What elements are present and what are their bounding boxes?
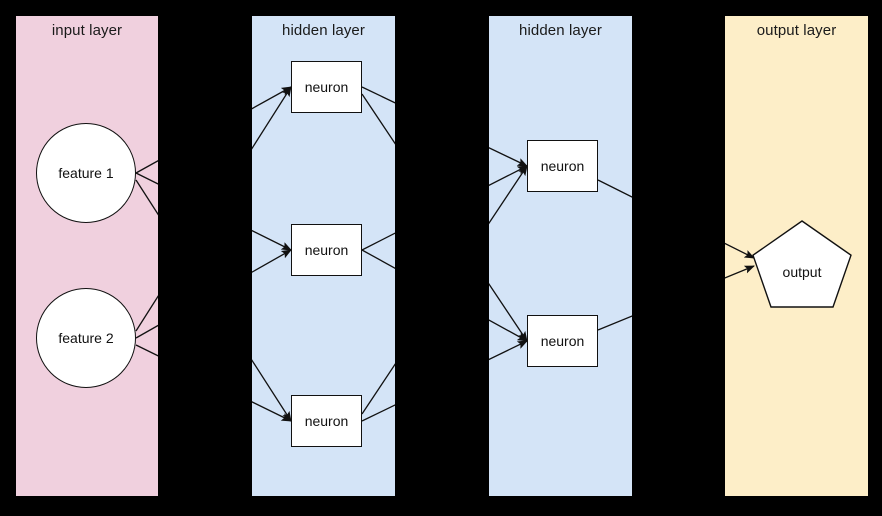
- node-f1[interactable]: feature 1: [36, 123, 136, 223]
- layer-title-hidden1: hidden layer: [282, 22, 365, 39]
- layer-title-input: input layer: [51, 22, 123, 39]
- node-label-f2: feature 2: [58, 330, 114, 346]
- node-label-f1: feature 1: [58, 165, 114, 181]
- layer-panel-hidden2: [489, 16, 632, 496]
- node-label-h1a: neuron: [304, 79, 349, 95]
- gap-occluder-0: [158, 0, 252, 516]
- node-f2[interactable]: feature 2: [36, 288, 136, 388]
- node-label-h1c: neuron: [304, 413, 349, 429]
- gap-occluder-1: [395, 0, 489, 516]
- pentagon-shape: [752, 220, 852, 308]
- layer-title-hidden2: hidden layer: [519, 22, 602, 39]
- node-h1a[interactable]: neuron: [291, 61, 362, 113]
- node-label-h2b: neuron: [540, 333, 585, 349]
- node-h1c[interactable]: neuron: [291, 395, 362, 447]
- layer-panel-input: [16, 16, 158, 496]
- node-label-out: output: [782, 264, 822, 280]
- node-h1b[interactable]: neuron: [291, 224, 362, 276]
- layer-title-output: output layer: [756, 22, 837, 39]
- node-label-h1b: neuron: [304, 242, 349, 258]
- node-label-h2a: neuron: [540, 158, 585, 174]
- node-out[interactable]: output: [752, 220, 852, 308]
- gap-occluder-2: [632, 0, 725, 516]
- node-h2b[interactable]: neuron: [527, 315, 598, 367]
- node-h2a[interactable]: neuron: [527, 140, 598, 192]
